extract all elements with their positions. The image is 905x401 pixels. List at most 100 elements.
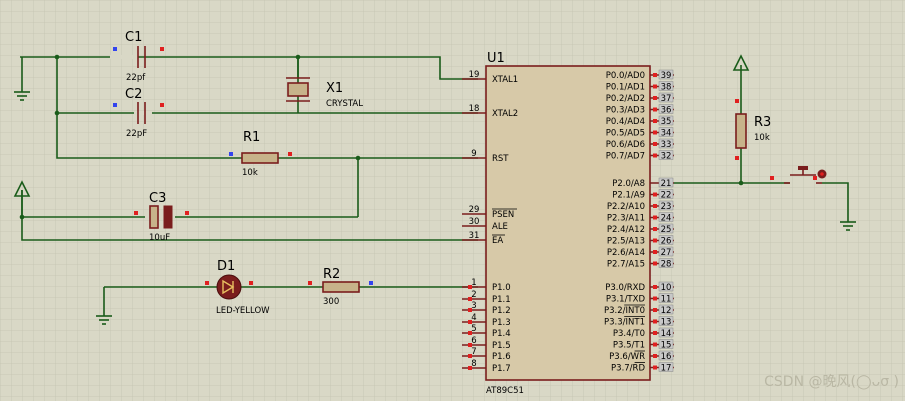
capacitor-c1[interactable]: C1 22pf: [110, 30, 164, 83]
r2-value: 300: [323, 297, 339, 307]
pin-number: 1: [471, 278, 476, 288]
crystal-x1[interactable]: X1 CRYSTAL: [286, 57, 363, 109]
pin-number: 6: [471, 336, 476, 346]
pin-label: P1.4: [492, 329, 511, 339]
pin-label: P2.4/A12: [607, 225, 645, 235]
ground-symbol-led: [96, 315, 112, 325]
pin-label: P2.6/A14: [607, 248, 645, 258]
pin-number: 34: [661, 129, 672, 139]
pin-label: P0.5/AD5: [606, 129, 645, 139]
pin-label: P3.3/INT1: [604, 318, 645, 328]
capacitor-c3[interactable]: C3 10uF: [134, 191, 189, 243]
pin-label: P3.0/RXD: [605, 283, 645, 293]
pin-number: 24: [661, 214, 672, 224]
pin-number: 4: [471, 313, 476, 323]
chip-pin-15[interactable]: 15 P3.5/T1: [613, 339, 674, 351]
pin-label: P3.7/RD: [611, 364, 645, 374]
pin-label: P2.3/A11: [607, 214, 645, 224]
pin-label: P0.7/AD7: [606, 152, 645, 162]
pin-label: P1.1: [492, 295, 511, 305]
pin-number: 33: [661, 140, 672, 150]
pin-label: P1.6: [492, 352, 511, 362]
resistor-r2[interactable]: R2 300: [308, 267, 373, 307]
pin-number: 12: [661, 306, 672, 316]
pin-number: 23: [661, 202, 672, 212]
push-button[interactable]: [770, 166, 827, 184]
x1-value: CRYSTAL: [326, 99, 363, 109]
pin-number: 10: [661, 283, 672, 293]
pin-label: XTAL2: [492, 109, 518, 119]
c2-value: 22pF: [126, 129, 147, 139]
pin-number: 21: [661, 179, 672, 189]
chip-pin-23[interactable]: 23 P2.2/A10: [607, 200, 674, 212]
c2-ref: C2: [125, 87, 142, 102]
pin-label: P1.7: [492, 364, 511, 374]
r2-ref: R2: [323, 267, 340, 282]
pin-number: 2: [471, 290, 476, 300]
pin-number: 16: [661, 352, 672, 362]
chip-pin-34[interactable]: 34 P0.5/AD5: [606, 127, 674, 139]
pin-number: 39: [661, 71, 672, 81]
pin-label: P3.4/T0: [613, 329, 645, 339]
resistor-r3[interactable]: R3 10k: [735, 99, 771, 160]
pin-number: 15: [661, 341, 672, 351]
pin-label: P0.3/AD3: [606, 106, 645, 116]
x1-ref: X1: [326, 81, 343, 96]
pin-label: PSEN: [492, 210, 514, 220]
resistor-r1[interactable]: R1 10k: [229, 130, 292, 178]
pin-number: 29: [469, 205, 480, 215]
pin-label: P2.2/A10: [607, 202, 645, 212]
chip-pin-10[interactable]: 10 P3.0/RXD: [605, 281, 674, 293]
power-arrow-left: [13, 180, 31, 217]
pin-label: RST: [492, 154, 509, 164]
chip-pin-24[interactable]: 24 P2.3/A11: [607, 212, 674, 224]
d1-value: LED-YELLOW: [216, 306, 270, 316]
pin-number: 18: [469, 104, 480, 114]
pin-number: 22: [661, 191, 672, 201]
pin-label: P3.5/T1: [613, 341, 645, 351]
pin-label: XTAL1: [492, 75, 518, 85]
led-d1[interactable]: D1 LED-YELLOW: [205, 259, 270, 316]
ground-symbol-button: [840, 221, 856, 231]
pin-number: 30: [469, 217, 480, 227]
capacitor-c2[interactable]: C2 22pF: [113, 87, 164, 139]
pin-label: P2.5/A13: [607, 237, 645, 247]
